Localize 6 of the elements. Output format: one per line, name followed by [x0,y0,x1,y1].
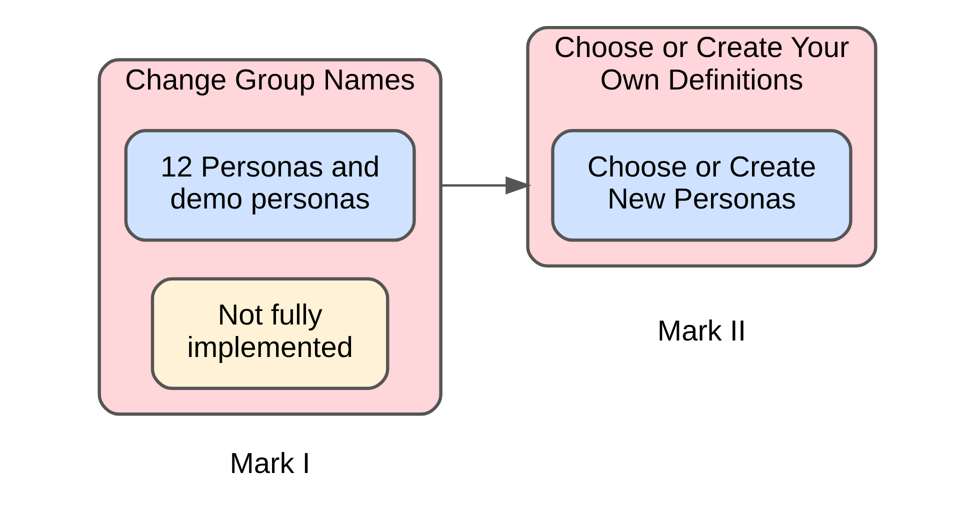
node-label: Mark II [657,316,746,348]
node-label: Mark I [230,448,310,480]
node-box: Choose or Create New Personas [551,129,852,242]
node-box: Not fully implemented [150,277,390,390]
node-box: 12 Personas and demo personas [124,129,416,242]
arrow [440,176,532,194]
